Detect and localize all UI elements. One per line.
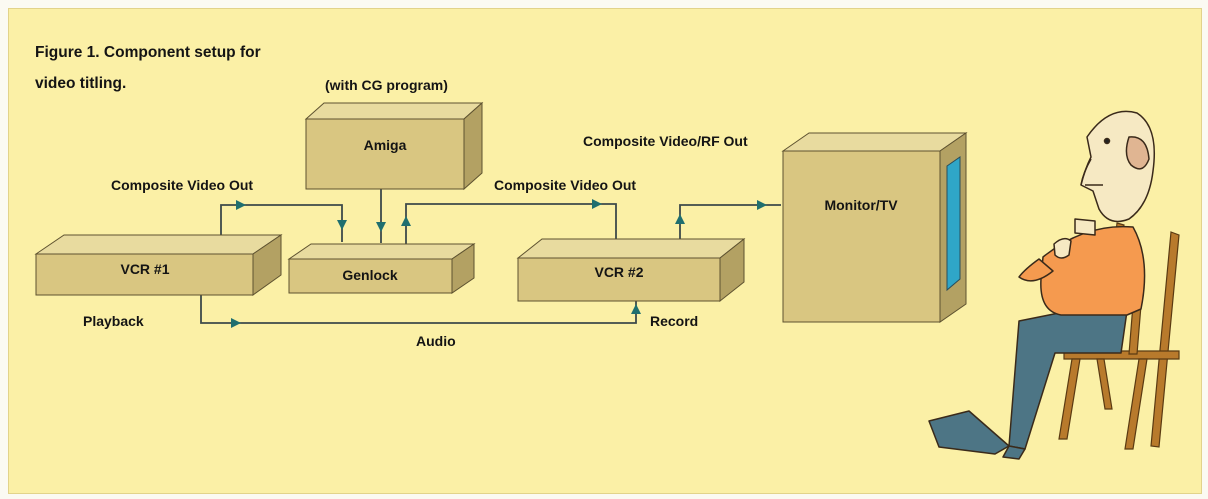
person-illustration <box>928 110 1156 460</box>
vcr1-box <box>34 234 283 296</box>
wire-vcr2-to-monitor <box>679 204 781 239</box>
figure-caption-line-1: Figure 1. Component setup for <box>35 44 261 61</box>
amiga-box <box>304 101 484 191</box>
diagram-canvas <box>34 101 1180 460</box>
monitor-label: Monitor/TV <box>824 197 898 213</box>
vcr2-box <box>516 237 746 303</box>
wire-genlock-to-vcr2 <box>405 203 617 244</box>
genlock-label: Genlock <box>342 267 398 283</box>
monitor-box <box>781 132 968 323</box>
figure-panel: Figure 1. Component setup for video titl… <box>8 8 1202 494</box>
figure-caption: Figure 1. Component setup for video titl… <box>35 37 261 99</box>
vcr2-label: VCR #2 <box>594 264 644 280</box>
amiga-label: Amiga <box>363 137 407 153</box>
composite-video-out-label-1: Composite Video Out <box>111 177 254 193</box>
playback-label: Playback <box>83 313 144 329</box>
composite-video-out-label-2: Composite Video Out <box>494 177 637 193</box>
genlock-box <box>287 243 476 294</box>
figure-caption-line-2: video titling. <box>35 75 127 92</box>
amiga-note-label: (with CG program) <box>325 77 448 93</box>
vcr1-label: VCR #1 <box>120 261 170 277</box>
composite-rf-out-label: Composite Video/RF Out <box>583 133 748 149</box>
wire-arrowheads <box>231 199 767 328</box>
record-label: Record <box>650 313 699 329</box>
audio-label: Audio <box>416 333 456 349</box>
